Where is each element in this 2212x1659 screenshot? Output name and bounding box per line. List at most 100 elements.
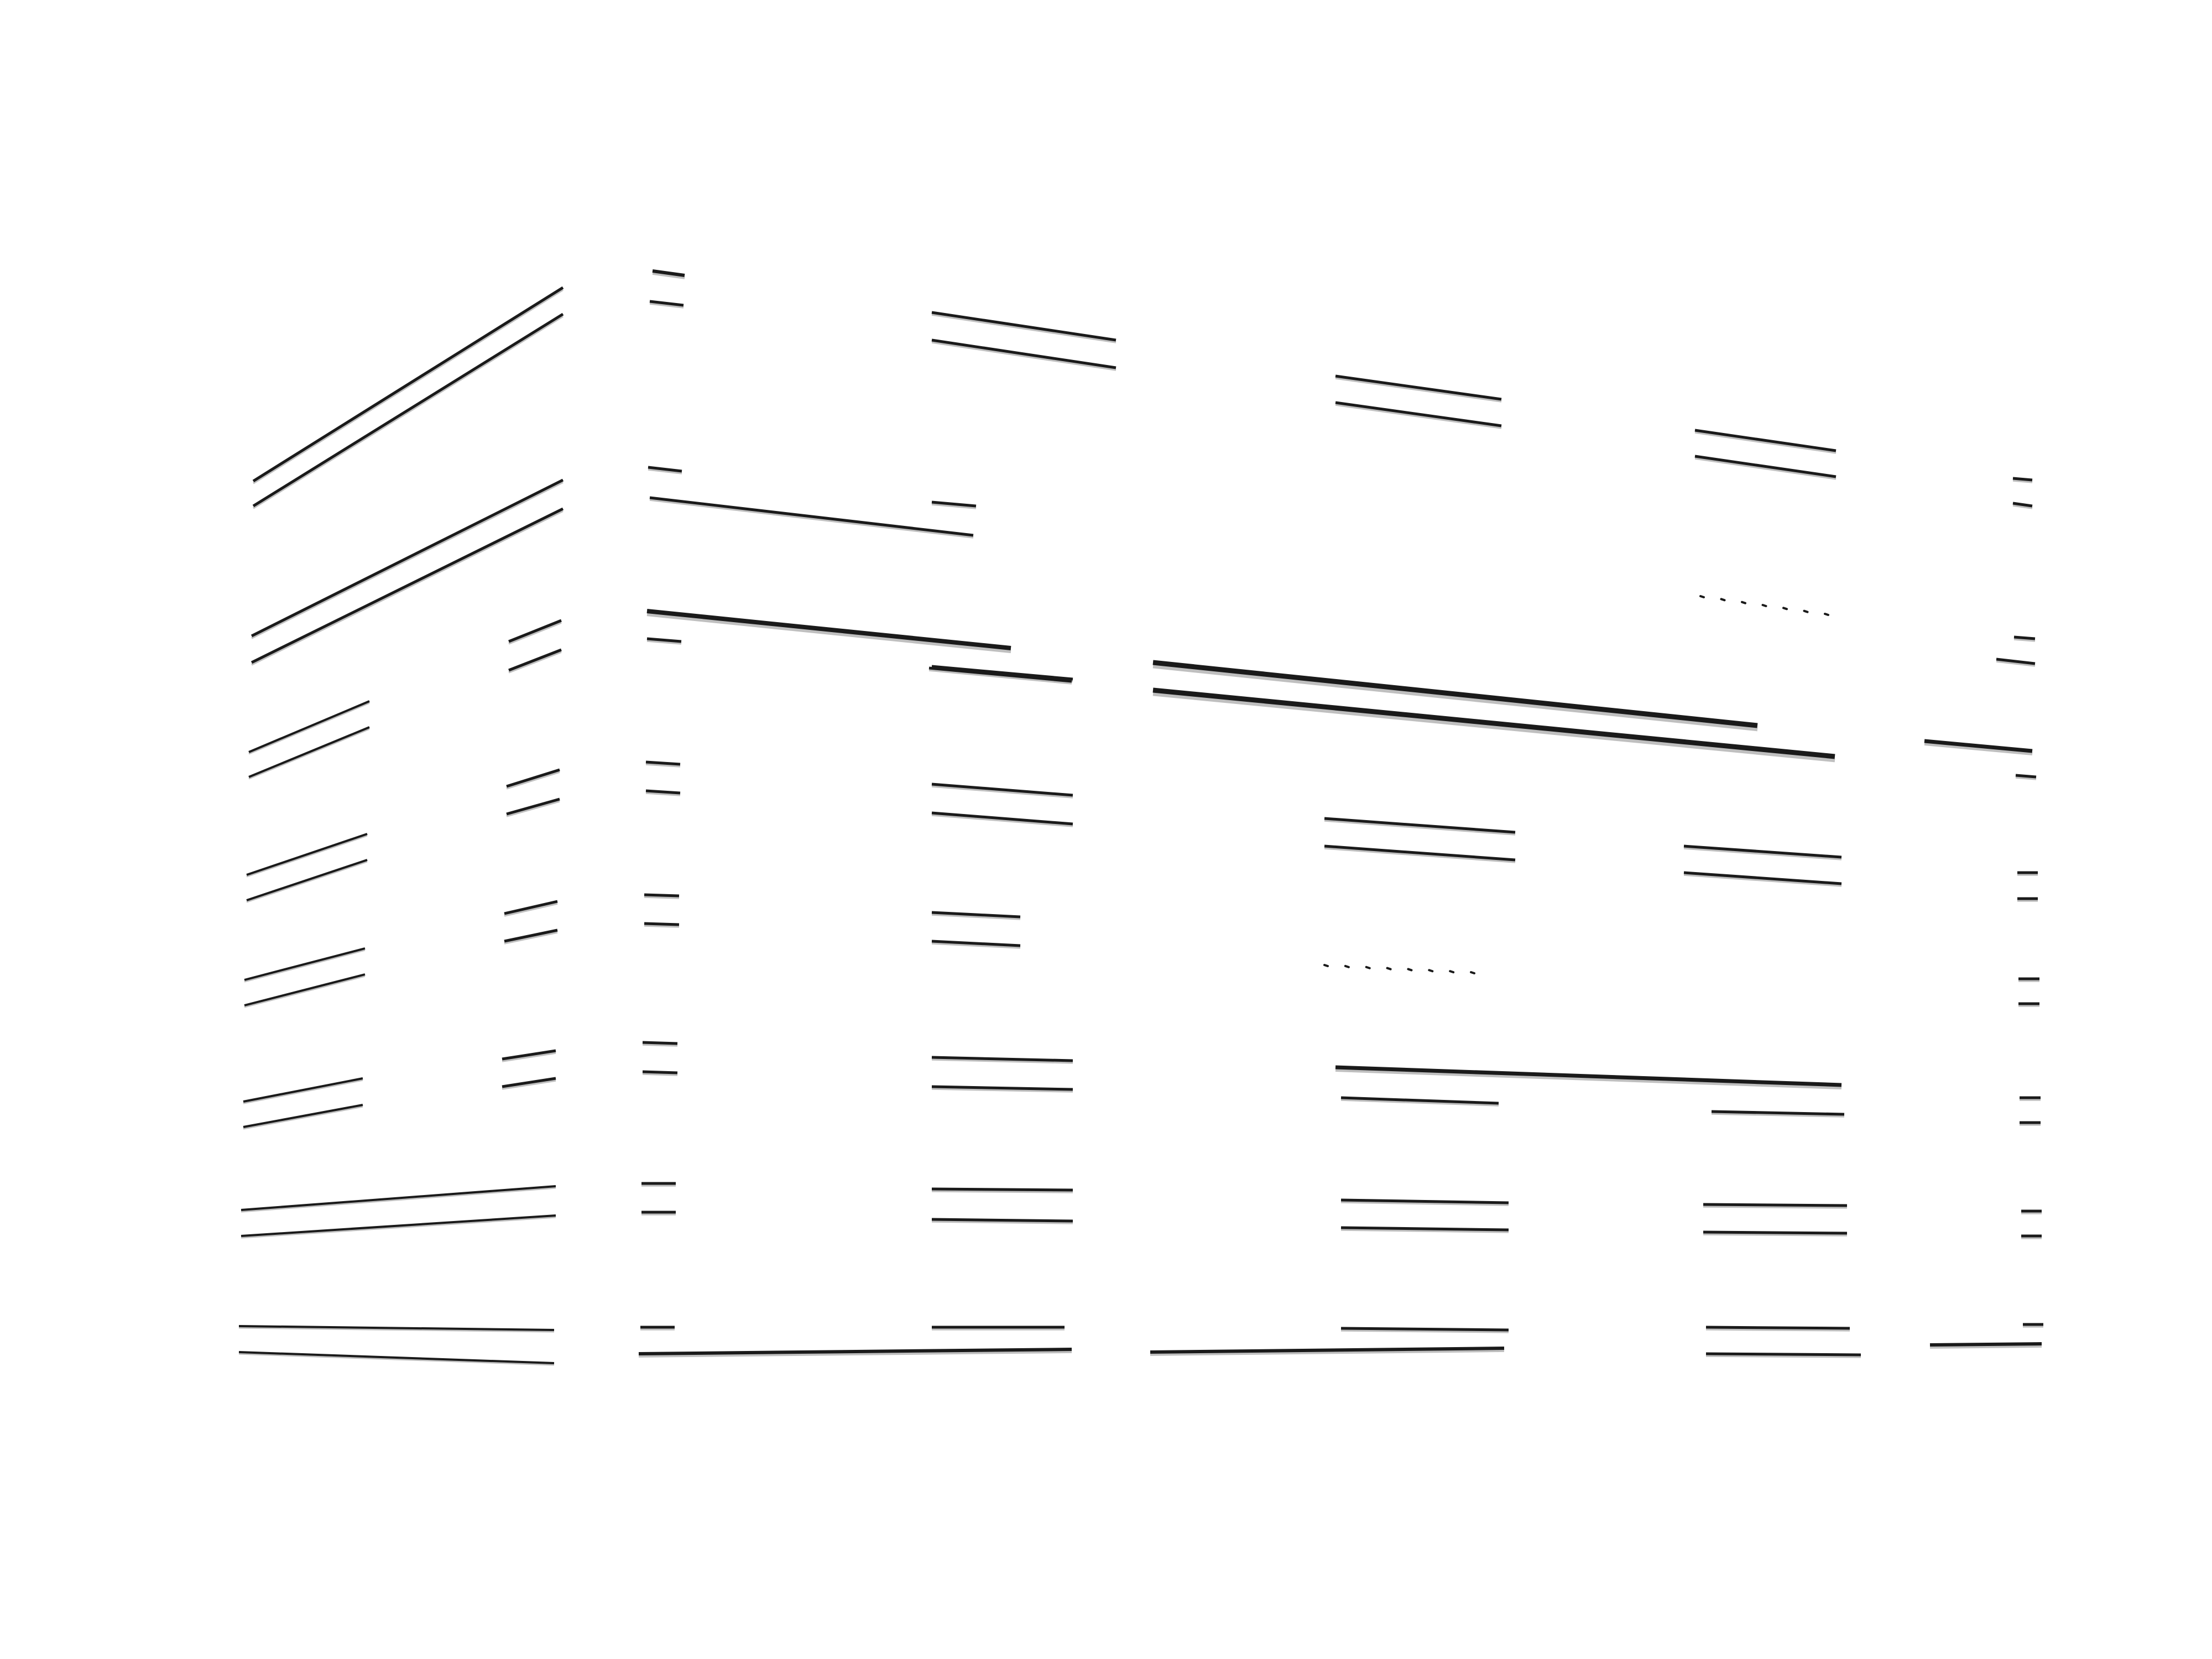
left-face-posts-shadow — [506, 800, 560, 817]
left-face-sills-shadow — [253, 315, 564, 509]
column-d-ledges-line — [1694, 429, 1837, 452]
dot-speck — [1824, 613, 1829, 616]
left-face-sills-line — [251, 507, 564, 664]
column-b-ledges-line — [931, 782, 1073, 797]
column-d-ledges-shadow — [1694, 457, 1837, 480]
left-face-sills-shadow — [251, 510, 564, 666]
mid-band-beams-line — [1152, 687, 1835, 759]
left-face-sills-line — [243, 1077, 363, 1103]
right-edge-ledges-line — [2012, 502, 2033, 508]
column-c-ledges-line — [1324, 844, 1516, 862]
right-edge-ledges-line — [2012, 477, 2033, 482]
dot-speck — [1741, 601, 1746, 604]
column-c-ledges-line — [1335, 374, 1502, 401]
left-face-sills-shadow — [246, 834, 368, 878]
column-c-ledges-shadow — [1340, 1201, 1509, 1206]
column-c-ledges-line — [1340, 1096, 1499, 1105]
left-face-sills-shadow — [253, 289, 564, 484]
left-face-posts-line — [508, 648, 562, 672]
column-d-ledges-line — [1705, 1326, 1850, 1330]
base-beams-shadow — [1929, 1345, 2042, 1349]
mid-band-beams-line — [1335, 1065, 1842, 1087]
column-c-ledges-shadow — [1324, 820, 1516, 836]
column-a-ledges-shadow — [645, 763, 681, 768]
column-a-ledges-shadow — [646, 640, 682, 645]
column-c-ledges-shadow — [1335, 377, 1502, 403]
dot-speck — [1365, 966, 1371, 969]
column-c-ledges-shadow — [1324, 847, 1516, 863]
column-b-ledges-line — [649, 496, 974, 537]
mid-band-beams-line — [1152, 660, 1758, 728]
column-b-ledges-shadow — [931, 1088, 1073, 1093]
right-edge-ledges-shadow — [1996, 660, 2036, 667]
mid-band-beams-shadow — [646, 613, 1011, 654]
left-face-posts-shadow — [508, 622, 562, 645]
mid-band-beams-shadow — [928, 669, 1072, 685]
left-face-sills-shadow — [248, 702, 370, 755]
column-b-ledges-shadow — [931, 1220, 1073, 1224]
column-c-ledges-line — [1340, 1327, 1509, 1332]
dot-speck — [1761, 604, 1767, 607]
left-face-sills-shadow — [246, 860, 368, 903]
dot-speck — [1470, 971, 1475, 974]
dot-speck — [1449, 970, 1455, 974]
column-c-ledges-line — [1340, 1198, 1509, 1204]
column-c-ledges-shadow — [1340, 1099, 1499, 1107]
left-face-posts-line — [508, 619, 562, 643]
column-b-ledges-line — [931, 665, 1073, 681]
dot-speck — [1407, 968, 1413, 972]
column-d-ledges-shadow — [1705, 1355, 1861, 1358]
left-face-sills-shadow — [243, 1079, 363, 1104]
column-c-ledges-line — [1324, 817, 1516, 834]
column-b-ledges-line — [931, 811, 1073, 826]
dot-speck — [1782, 607, 1788, 611]
left-face-posts-shadow — [506, 771, 560, 790]
column-a-ledges-line — [652, 269, 685, 277]
column-b-ledges-shadow — [931, 341, 1117, 371]
column-a-ledges-line — [649, 300, 684, 307]
column-a-ledges-line — [648, 466, 682, 473]
dot-speck — [1386, 967, 1392, 971]
dot-speck — [1428, 969, 1434, 973]
left-face-sills-shadow — [244, 949, 366, 983]
left-face-sills-line — [243, 1104, 363, 1128]
mid-band-beams-line — [1924, 739, 2033, 753]
column-a-ledges-shadow — [644, 925, 680, 928]
left-face-sills-line — [252, 286, 564, 483]
column-d-ledges-shadow — [1711, 1113, 1845, 1118]
left-face-posts-shadow — [502, 1079, 556, 1090]
left-face-posts-shadow — [508, 651, 562, 674]
column-a-ledges-shadow — [642, 1073, 678, 1076]
column-b-ledges-line — [931, 1056, 1073, 1062]
left-face-sills-line — [251, 478, 564, 638]
right-edge-ledges-line — [2015, 774, 2037, 779]
column-b-ledges-shadow — [931, 814, 1073, 827]
base-beams-line — [1929, 1342, 2042, 1347]
base-beams-shadow — [1150, 1349, 1505, 1356]
column-a-ledges-line — [645, 789, 681, 795]
left-face-posts-line — [506, 768, 560, 788]
column-c-ledges-shadow — [1340, 1329, 1509, 1333]
left-face-sills-line — [248, 700, 370, 753]
mid-band-beams-line — [646, 609, 1011, 650]
column-a-ledges-shadow — [648, 468, 682, 474]
column-a-ledges-shadow — [649, 302, 684, 309]
dot-speck — [1803, 609, 1809, 613]
left-face-posts-line — [504, 928, 558, 943]
column-d-ledges-shadow — [1705, 1328, 1850, 1332]
left-face-sills-line — [252, 312, 564, 508]
left-face-sills-line — [244, 973, 366, 1006]
column-d-ledges-shadow — [1703, 1206, 1848, 1209]
left-face-sills-line — [244, 947, 366, 981]
left-face-posts-line — [502, 1049, 556, 1061]
column-b-ledges-line — [931, 1218, 1073, 1223]
left-face-sills-line — [238, 1325, 555, 1331]
left-face-sills-shadow — [238, 1353, 555, 1366]
mid-band-beams-shadow — [1335, 1069, 1842, 1090]
column-d-ledges-shadow — [1703, 1233, 1848, 1237]
column-b-ledges-shadow — [649, 499, 974, 539]
left-face-sills-line — [246, 833, 368, 876]
left-face-sills-line — [248, 726, 370, 778]
